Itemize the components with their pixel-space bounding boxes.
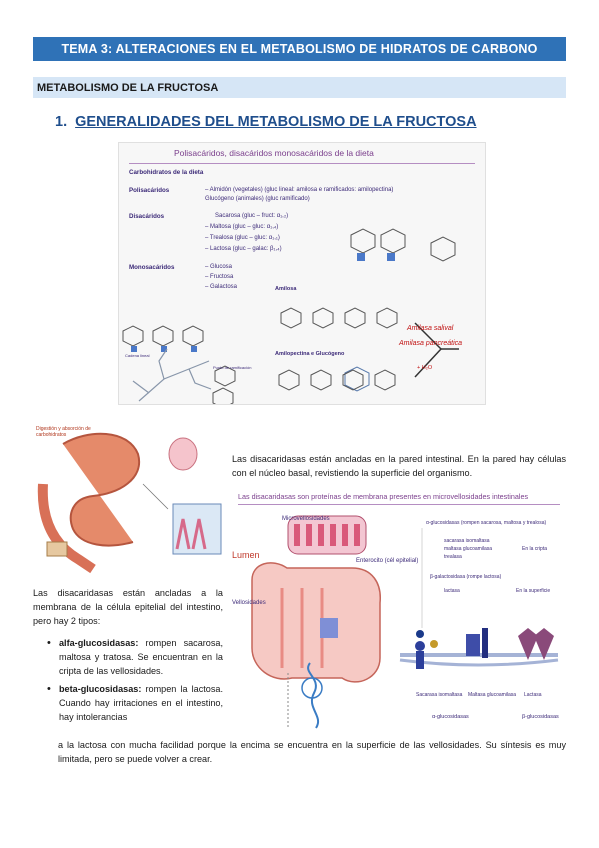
enzyme-types-list: alfa-glucosidasas: rompen sacarosa, malt…: [33, 636, 223, 728]
label-amilosa: Amilosa: [275, 286, 297, 292]
bullet-text: rompen sacarosa, maltosa y tratosa. Se e…: [59, 638, 223, 676]
bullet-term: beta-glucosidasas:: [59, 684, 142, 694]
label-agua: + H₂O: [417, 365, 433, 371]
label-enterocito: Enterocito (cél epitelial): [356, 558, 419, 564]
slide2-divider: [238, 504, 560, 505]
label-amilasa-salival: Amilasa salival: [407, 325, 454, 332]
label-vellosidades: Vellosidades: [232, 600, 266, 606]
paragraph-lactosa: a la lactosa con mucha facilidad porque …: [58, 740, 566, 764]
label-en-superficie: En la superficie: [516, 588, 551, 594]
di-line: – Trealosa (gluc – gluc: α₁,₁): [205, 235, 280, 241]
label-beta-glucosidasas-short: β-glucosidasas: [522, 714, 559, 720]
list-item: beta-glucosidasas: rompen la lactosa. Cu…: [33, 682, 223, 724]
disaccharidases-slide-image: Las disacaridasas son proteínas de membr…: [232, 488, 566, 736]
di-line: – Lactosa (gluc – galac: β₁,₄): [205, 246, 282, 252]
bullet-term: alfa-glucosidasas:: [59, 638, 139, 648]
label-en-cripta: En la cripta: [522, 546, 548, 552]
slide-subtitle: Carbohidratos de la dieta: [129, 169, 204, 176]
digestion-caption: Digestión y absorción de carbohidratos: [36, 426, 91, 438]
di-line: Sacarosa (gluc – fruct: α₁,₂): [215, 213, 289, 219]
label-lumen: Lumen: [232, 550, 260, 560]
poly-line: – Almidón (vegetales) (gluc lineal: amil…: [205, 187, 394, 193]
carbohydrate-structures-illustration: [122, 228, 459, 404]
heading-text: GENERALIDADES DEL METABOLISMO DE LA FRUC…: [75, 114, 477, 130]
paragraph-disacaridasas-tipos: Las disacaridasas están ancladas a la me…: [33, 588, 223, 626]
label-monosacaridos: Monosacáridos: [129, 264, 175, 271]
poly-line: Glucógeno (animales) (gluc ramificado): [205, 196, 310, 202]
mono-line: – Glucosa: [205, 264, 233, 270]
label-polisacaridos: Polisacáridos: [129, 187, 170, 194]
label-disacaridos: Disacáridos: [129, 213, 165, 220]
topic-banner: TEMA 3: ALTERACIONES EN EL METABOLISMO D…: [33, 37, 566, 61]
carbohydrates-slide-image: Polisacáridos, disacáridos monosacáridos…: [118, 142, 486, 405]
label-lactasa-2: Lactasa: [524, 692, 542, 698]
label-amilopectina: Amilopectina e Glucógeno: [275, 351, 345, 357]
slide-title: Polisacáridos, disacáridos monosacáridos…: [174, 148, 374, 158]
label-microvellosidades: Microvellosidades: [282, 516, 330, 522]
mono-line: – Fructosa: [205, 274, 234, 280]
di-line: – Maltosa (gluc – gluc: α₁,₄): [205, 224, 279, 230]
heading-number: 1.: [55, 114, 68, 130]
section-heading: 1. GENERALIDADES DEL METABOLISMO DE LA FR…: [55, 114, 477, 130]
bullet-text: rompen la lactosa. Cuando hay irritacion…: [59, 684, 223, 722]
label-amilasa-pancreatica: Amilasa pancreática: [399, 340, 463, 347]
mono-line: – Galactosa: [205, 284, 238, 290]
paragraph-disacaridasas-pared: Las disacaridasas están ancladas en la p…: [232, 454, 566, 478]
slide-divider: [129, 163, 475, 164]
list-item: alfa-glucosidasas: rompen sacarosa, malt…: [33, 636, 223, 678]
label-beta-galactosidasa: β-galactosidasa (rompe lactosa): [430, 574, 502, 580]
label-maltasa-glucoamilasa: Maltasa glucoamilasa: [468, 692, 517, 698]
digestive-tract-illustration: [37, 432, 222, 574]
label-alfa-glucosidasas: α-glucosidasas (rompen sacarosa, maltosa…: [426, 520, 547, 526]
label-maltasa: maltasa glucoamilasa: [444, 546, 493, 552]
slide2-title: Las disacaridasas son proteínas de membr…: [238, 492, 529, 501]
intestinal-villi-illustration: [251, 515, 559, 729]
label-sacarasa-isomaltasa: Sacarasa isomaltasa: [416, 692, 463, 698]
label-cadena-lineal: Cadena lineal: [125, 353, 150, 358]
digestion-illustration: Digestión y absorción de carbohidratos: [33, 424, 226, 575]
label-trealasa: trealasa: [444, 554, 462, 560]
label-lactasa: lactasa: [444, 588, 460, 594]
label-alfa-glucosidasas-short: α-glucosidasas: [432, 714, 469, 720]
label-punto-ramificacion: Punto de ramificación: [213, 365, 252, 370]
section-banner: METABOLISMO DE LA FRUCTOSA: [33, 77, 566, 98]
label-sacarasa: sacarasa isomaltasa: [444, 538, 490, 544]
